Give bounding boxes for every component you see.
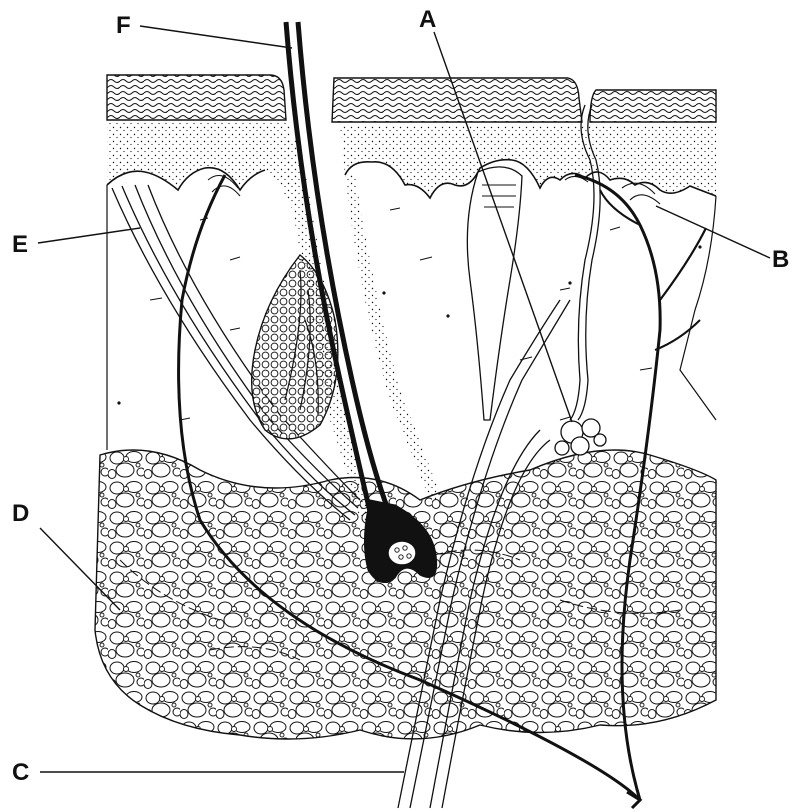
epidermis-stippled-layer <box>107 122 716 210</box>
label-c: C <box>12 761 29 785</box>
epidermis-surface-layer <box>107 75 716 122</box>
label-f: F <box>116 14 131 38</box>
dermis-region <box>107 185 716 450</box>
leader-line-b <box>656 206 770 258</box>
leader-line-f <box>140 26 292 48</box>
label-b: B <box>772 248 789 272</box>
leader-line-e <box>38 228 140 243</box>
label-e: E <box>12 233 28 257</box>
label-a: A <box>419 8 436 32</box>
label-d: D <box>12 502 29 526</box>
